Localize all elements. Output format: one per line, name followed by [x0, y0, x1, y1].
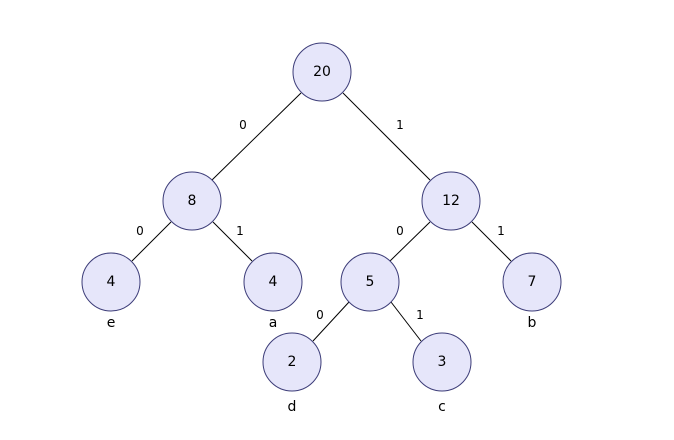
node-root: 20 — [292, 42, 352, 102]
node-leaf-e-circle — [81, 252, 141, 312]
nodes: 20 8 12 4 4 5 7 2 — [81, 42, 562, 392]
edge-label-5-c: 1 — [416, 308, 424, 322]
edge-label-8-e: 0 — [136, 224, 144, 238]
node-leaf-e: 4 — [81, 252, 141, 312]
node-leaf-c-value: 3 — [438, 354, 447, 370]
node-12: 12 — [421, 171, 481, 231]
node-5-value: 5 — [366, 274, 375, 290]
node-leaf-a: 4 — [243, 252, 303, 312]
edge-label-12-5: 0 — [396, 224, 404, 238]
edge-label-5-d: 0 — [316, 308, 324, 322]
node-8-value: 8 — [188, 193, 197, 209]
node-root-value: 20 — [313, 64, 331, 80]
edge-12-5 — [389, 221, 431, 262]
leaf-symbol-c: c — [438, 399, 446, 415]
edge-8-e — [131, 221, 172, 262]
edge-label-8-a: 1 — [236, 224, 244, 238]
node-leaf-b: 7 — [502, 252, 562, 312]
node-leaf-d: 2 — [262, 332, 322, 392]
node-12-circle — [421, 171, 481, 231]
edge-5-c — [390, 301, 422, 342]
node-leaf-b-value: 7 — [528, 274, 537, 290]
edge-label-root-8: 0 — [239, 118, 247, 132]
edge-labels: 0 1 0 1 0 1 0 1 — [136, 118, 505, 322]
edge-5-d — [312, 301, 350, 342]
node-12-value: 12 — [442, 193, 460, 209]
node-5: 5 — [340, 252, 400, 312]
node-leaf-c: 3 — [412, 332, 472, 392]
edge-12-b — [471, 221, 512, 262]
leaf-symbol-e: e — [107, 315, 116, 331]
edges — [131, 92, 512, 342]
node-5-circle — [340, 252, 400, 312]
node-leaf-b-circle — [502, 252, 562, 312]
leaf-symbols: e a b d c — [107, 315, 537, 415]
node-8-circle — [162, 171, 222, 231]
node-leaf-c-circle — [412, 332, 472, 392]
node-leaf-e-value: 4 — [107, 274, 116, 290]
node-leaf-d-value: 2 — [288, 354, 297, 370]
node-leaf-d-circle — [262, 332, 322, 392]
edge-label-root-12: 1 — [396, 118, 404, 132]
node-8: 8 — [162, 171, 222, 231]
edge-8-a — [212, 221, 253, 262]
edge-root-8 — [211, 92, 302, 181]
edge-label-12-b: 1 — [497, 224, 505, 238]
leaf-symbol-a: a — [269, 315, 278, 331]
node-leaf-a-circle — [243, 252, 303, 312]
node-leaf-a-value: 4 — [269, 274, 278, 290]
edge-root-12 — [342, 92, 431, 181]
node-root-circle — [292, 42, 352, 102]
leaf-symbol-d: d — [288, 399, 297, 415]
leaf-symbol-b: b — [528, 315, 537, 331]
